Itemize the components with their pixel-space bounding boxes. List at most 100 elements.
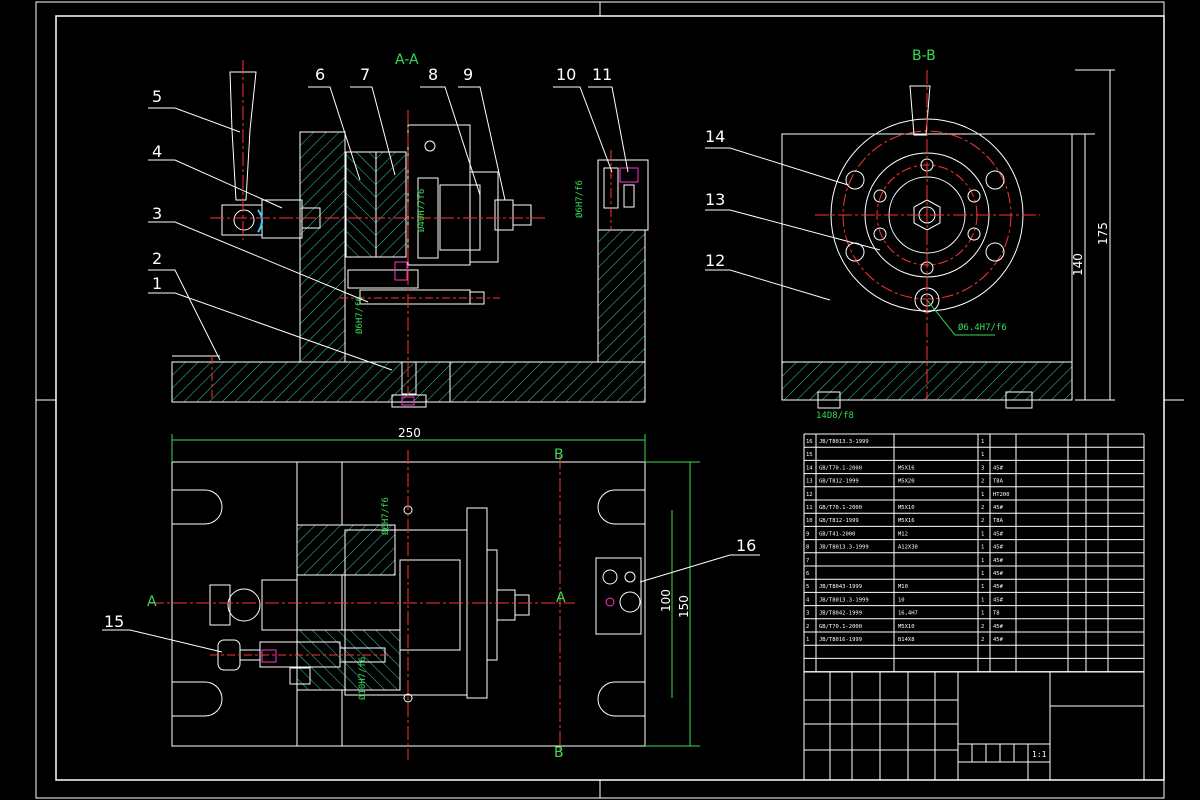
bom-cell: T8A: [993, 518, 1004, 524]
bom-cell: 45#: [993, 584, 1004, 590]
bom-cell: JB/T8043-1999: [819, 584, 862, 590]
bom-cell: M12: [898, 531, 908, 537]
svg-text:Ø6H7/f6: Ø6H7/f6: [380, 497, 391, 535]
plan-view: A A B B 250 150 100 Ø6H7/f6 Ø10H7/f6: [147, 426, 700, 761]
bom-cell: JB/T8013.3-1999: [819, 597, 869, 603]
bom-cell: 13: [806, 479, 813, 485]
bom-cell: T8A: [993, 479, 1004, 485]
part-6-block: [345, 151, 377, 258]
bom-cell: GB/T812-1999: [819, 479, 859, 485]
section-aa-label: A-A: [395, 52, 419, 68]
bom-cell: 12: [806, 492, 813, 498]
bom-cell: 2: [981, 479, 984, 485]
cut-a-right: A: [556, 590, 566, 606]
bom-cell: 1: [981, 558, 984, 564]
bom-cell: 2: [981, 637, 984, 643]
part-label-5: 5: [152, 87, 162, 106]
section-view-aa: A-A Ø40H7/f6 Ø6H7/f6 Ø6H7/f6: [171, 52, 649, 408]
bom-cell: 1: [981, 452, 984, 458]
bom-cell: HT200: [993, 492, 1010, 498]
bom-cell: 1: [981, 439, 984, 445]
bom-cell: 2: [981, 518, 984, 524]
dim-phi64: Ø6.4H7/f6: [958, 322, 1007, 333]
svg-text:Ø40H7/f6: Ø40H7/f6: [416, 189, 427, 232]
leaders-aa: [148, 86, 629, 371]
bom-cell: 16,4H7: [898, 611, 918, 617]
bom-cell: 1: [981, 584, 984, 590]
bom-cell: 1: [981, 545, 984, 551]
bom-cell: 45#: [993, 571, 1004, 577]
bom-cell: 11: [806, 505, 813, 511]
part-label-6: 6: [315, 65, 325, 84]
part-label-4: 4: [152, 142, 162, 161]
bom-cell: 45#: [993, 505, 1004, 511]
section-view-bb: B-B 175 140 Ø6.4H7/f6 14D8/f8: [781, 48, 1115, 421]
bom-cell: 45#: [993, 624, 1004, 630]
bom-cell: 8: [806, 545, 809, 551]
bom-cell: GB/T812-1999: [819, 518, 859, 524]
bom-cell: 1: [981, 611, 984, 617]
part-label-15: 15: [104, 612, 124, 631]
bom-cell: A12X30: [898, 545, 918, 551]
bom-cell: 45#: [993, 465, 1004, 471]
part-label-9: 9: [463, 65, 473, 84]
bom-cell: M5X10: [898, 505, 915, 511]
bom-cell: 1: [806, 637, 809, 643]
svg-text:Ø10H7/f6: Ø10H7/f6: [357, 657, 368, 700]
bom-cell: GB/T70.1-2000: [819, 624, 862, 630]
part-labels-plan: 15 16: [104, 536, 756, 631]
bom-cell: JB/T8013.3-1999: [819, 545, 869, 551]
bom-cell: 6: [806, 571, 809, 577]
part-label-7: 7: [360, 65, 370, 84]
bom-cell: 15: [806, 452, 813, 458]
part-label-10: 10: [556, 65, 576, 84]
handle-5: [229, 71, 257, 201]
bom-cell: 45#: [993, 597, 1004, 603]
bom-cell: 45#: [993, 545, 1004, 551]
part-label-12: 12: [705, 251, 725, 270]
bom-cell: 45#: [993, 637, 1004, 643]
dim-100: 100: [659, 589, 673, 612]
part-label-16: 16: [736, 536, 756, 555]
part-labels-bb: 14 13 12: [705, 127, 725, 270]
dim-140: 140: [1071, 253, 1085, 276]
part-label-13: 13: [705, 190, 725, 209]
scale-text: 1:1: [1032, 750, 1047, 759]
bom-cell: GB/T70.1-2000: [819, 505, 862, 511]
bom-cell: 1: [981, 492, 984, 498]
bom-cell: 3: [981, 465, 984, 471]
bom-cell: 14: [806, 465, 813, 471]
part-labels-aa: 5 4 3 2 1 6 7 8 9 10 11: [152, 65, 612, 293]
dim-175: 175: [1096, 222, 1110, 245]
bom-cell: GB/T41-2000: [819, 531, 855, 537]
leaders-bb: [705, 147, 881, 301]
svg-text:Ø6H7/f6: Ø6H7/f6: [354, 296, 365, 334]
dim-250: 250: [398, 426, 421, 440]
part-label-2: 2: [152, 249, 162, 268]
bom-cell: 9: [806, 531, 809, 537]
bom-cell: 7: [806, 558, 809, 564]
bom-cell: 2: [981, 505, 984, 511]
section-bb-label: B-B: [912, 48, 936, 64]
title-block: [803, 671, 1145, 781]
part-label-8: 8: [428, 65, 438, 84]
bom-cell: B14X8: [898, 637, 915, 643]
bom-table: [803, 433, 1145, 673]
bom-cell: T8: [993, 611, 1000, 617]
bom-cell: JB/T8013.3-1999: [819, 439, 869, 445]
bom-cell: 1: [981, 531, 984, 537]
bom-cell: M5X16: [898, 465, 915, 471]
bom-cell: 1: [981, 597, 984, 603]
svg-text:Ø6H7/f6: Ø6H7/f6: [574, 180, 585, 218]
bom-cell: 5: [806, 584, 809, 590]
bom-cell: 2: [806, 624, 809, 630]
bom-cell: 45#: [993, 558, 1004, 564]
bom-cell: 4: [806, 597, 810, 603]
leaders-plan: [102, 554, 760, 653]
part-label-14: 14: [705, 127, 725, 146]
cut-b-bottom: B: [554, 745, 564, 761]
bom-cell: 10: [806, 518, 813, 524]
dim-150: 150: [677, 595, 691, 618]
